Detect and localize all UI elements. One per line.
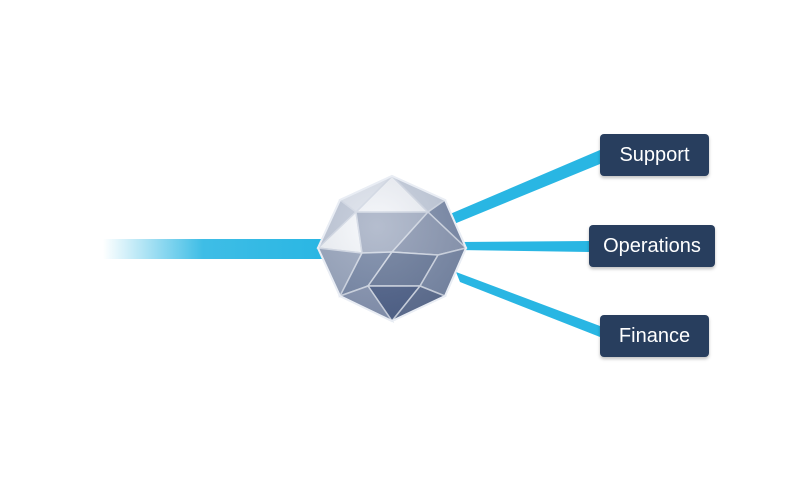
- incoming-flow-line: [103, 239, 325, 259]
- destination-box-operations: Operations: [589, 225, 715, 267]
- flow-line-finance: [456, 272, 600, 337]
- destination-label-finance: Finance: [618, 324, 691, 347]
- destination-label-support: Support: [619, 143, 690, 166]
- destination-label-operations: Operations: [603, 234, 701, 257]
- destination-box-support: Support: [600, 134, 709, 176]
- flow-line-operations: [458, 241, 589, 252]
- destination-box-finance: Finance: [600, 315, 709, 357]
- flow-line-support: [450, 150, 600, 224]
- polyhedron-gem-icon: [316, 174, 468, 323]
